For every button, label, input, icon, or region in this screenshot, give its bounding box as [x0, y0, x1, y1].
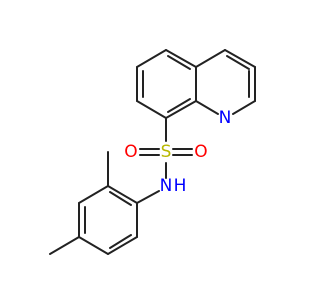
double-bond [109, 234, 132, 249]
bond [136, 100, 167, 119]
bond [165, 100, 197, 119]
bond [224, 49, 256, 68]
oxygen-right-label: O [194, 142, 207, 162]
bond [232, 100, 256, 115]
oxygen-left-label: O [124, 142, 137, 162]
sulfur-label: S [161, 142, 172, 162]
bond-nitrogen-aryl [136, 190, 160, 204]
quinoline-nitrogen-label: N [219, 108, 232, 128]
double-bond [167, 55, 191, 70]
bond [78, 236, 109, 255]
bond [165, 49, 197, 68]
sulfonyl-bonds [139, 148, 193, 156]
dimethylphenyl-ring [78, 185, 138, 255]
quinoline-benzo-ring [136, 49, 197, 119]
bond [107, 185, 138, 204]
bond [107, 236, 138, 255]
double-bond [167, 98, 191, 113]
sulfonamide-hydrogen-label: H [174, 176, 187, 196]
bond [78, 185, 109, 204]
double-bond [226, 55, 250, 70]
bond [195, 49, 226, 68]
methyl-bond-para [49, 236, 80, 255]
sulfonamide-nitrogen-label: N [160, 176, 173, 196]
double-bond [109, 191, 132, 206]
molecule-structure-diagram: N S O O N H [49, 49, 256, 255]
bond [195, 100, 219, 115]
bond [136, 49, 167, 68]
quinoline-pyridine-ring [195, 49, 256, 115]
